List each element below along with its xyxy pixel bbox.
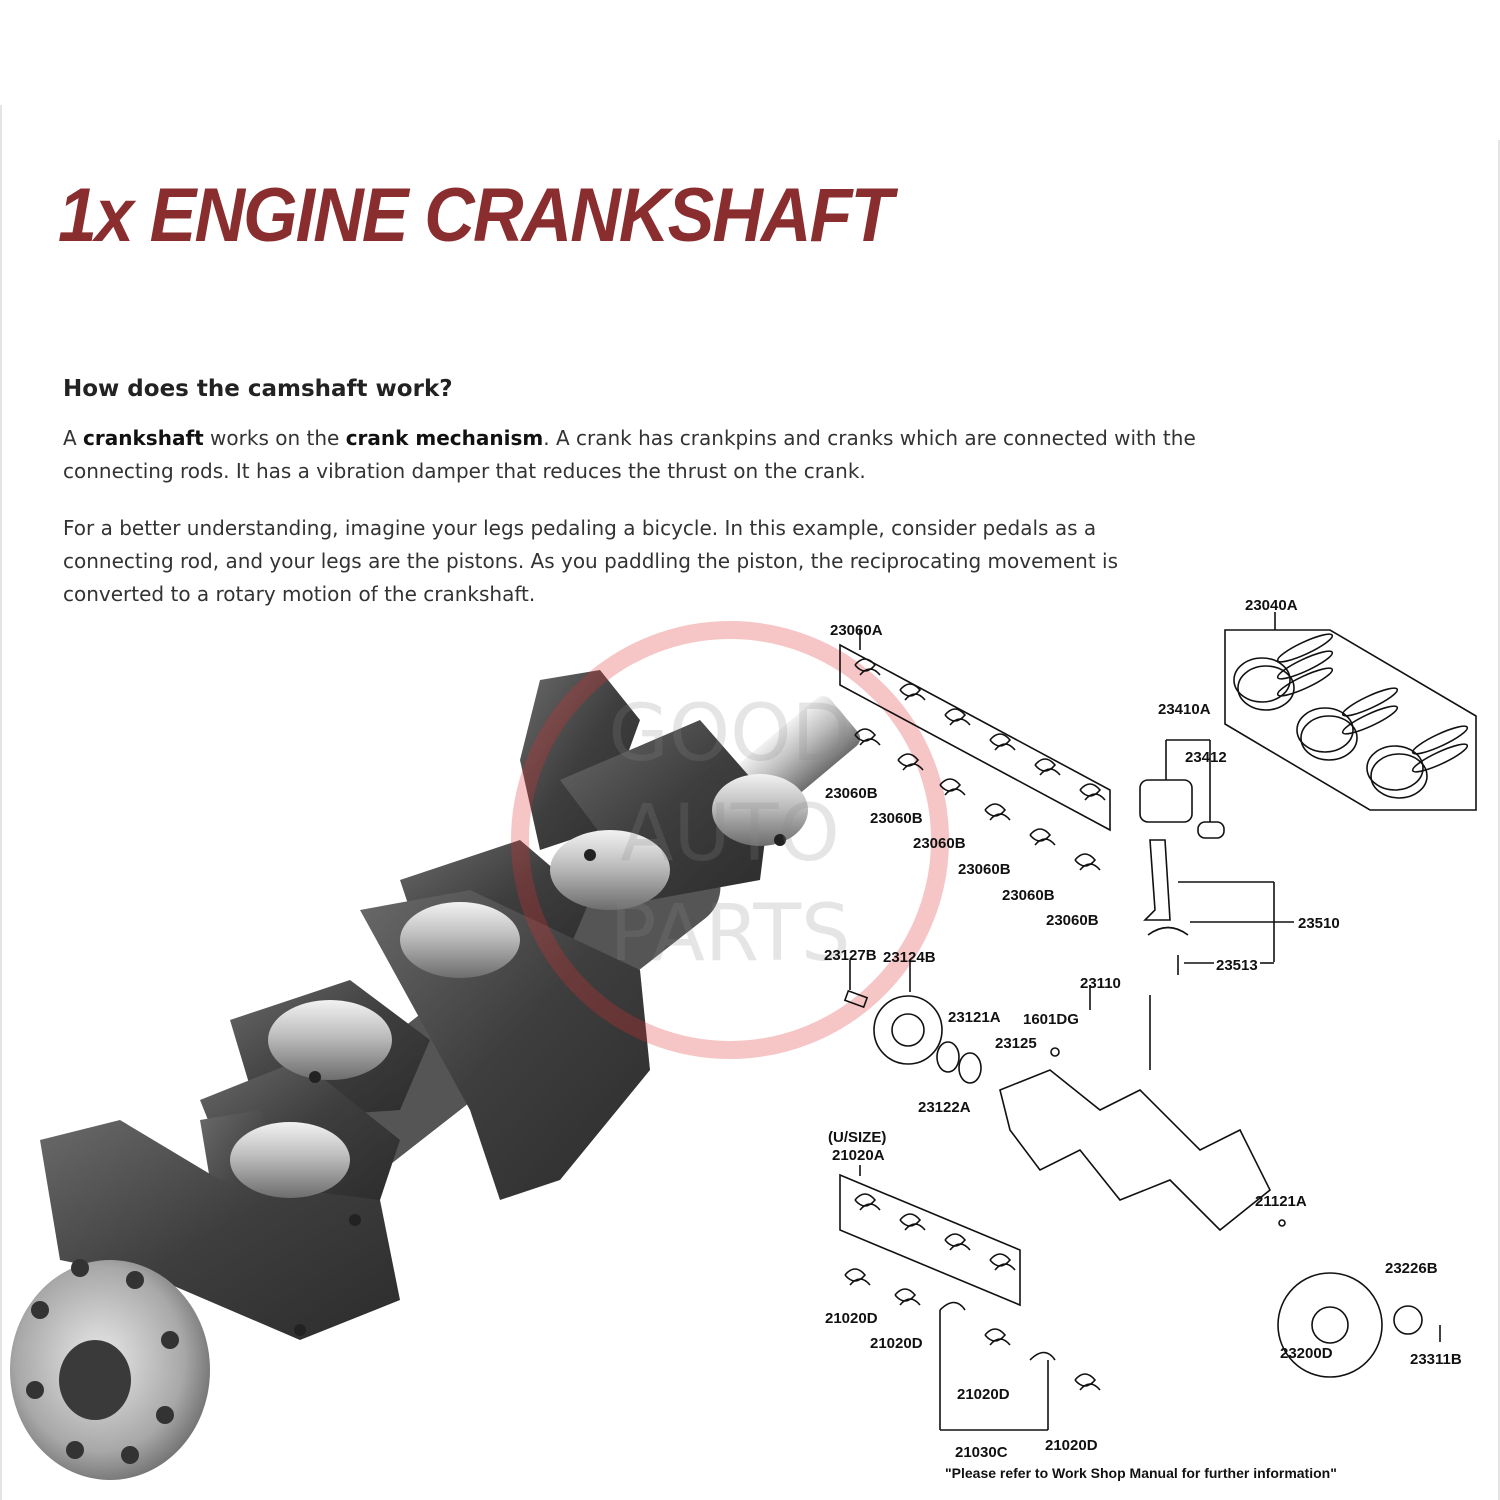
part-label: 23510: [1298, 915, 1340, 932]
para1-text-1: A: [63, 426, 84, 450]
part-label: 23122A: [918, 1099, 971, 1116]
flange-bolt-hole: [31, 1301, 49, 1319]
flange-bolt-hole: [156, 1406, 174, 1424]
seal: [936, 1041, 960, 1073]
connecting-rod: [1143, 839, 1171, 921]
oil-hole: [774, 834, 786, 846]
part-label: 23060B: [870, 810, 923, 827]
part-label: 23311B: [1410, 1351, 1462, 1368]
part-label: 23513: [1216, 957, 1258, 974]
thrust-washer: [1029, 1351, 1056, 1361]
part-label: 23060B: [958, 861, 1011, 878]
piston-ring-panel: [1224, 629, 1477, 811]
part-label: 21121A: [1255, 1193, 1307, 1210]
part-label: 23060B: [825, 785, 878, 802]
page-title: 1x ENGINE CRANKSHAFT: [58, 173, 893, 258]
flywheel-plate: [1393, 1305, 1423, 1335]
flange-bolt-hole: [66, 1441, 84, 1459]
bearing-shells-lower: [854, 728, 1101, 871]
main-journal: [400, 902, 520, 978]
flange-bolt-hole: [126, 1271, 144, 1289]
damper-pulley: [873, 995, 943, 1065]
main-journal: [230, 1122, 350, 1198]
part-label: 21020D: [1045, 1437, 1098, 1454]
crank-pin: [268, 1000, 392, 1080]
part-label: 23200D: [1280, 1345, 1333, 1362]
pulley-bolt: [843, 989, 869, 1009]
flange-center-bore: [59, 1340, 131, 1420]
part-label: 21020A: [832, 1147, 885, 1164]
flange-bolt-hole: [71, 1259, 89, 1277]
page-edge-right: [1498, 140, 1500, 1500]
part-label: 1601DG: [1023, 1011, 1079, 1028]
page-edge-left: [0, 105, 2, 1500]
oil-hole: [584, 849, 596, 861]
bearing-shells-row: [854, 658, 1106, 801]
oil-hole: [294, 1324, 306, 1336]
seal-ring: [958, 1052, 982, 1084]
part-label: 21020D: [870, 1335, 923, 1352]
para1-text-2: works on the: [203, 426, 346, 450]
part-label: 23060A: [830, 622, 883, 639]
part-label: 23110: [1080, 975, 1121, 992]
part-label: 23410A: [1158, 701, 1211, 718]
bearing-panel-lower: [839, 1173, 1021, 1307]
part-label: 23412: [1185, 749, 1227, 766]
part-label: 23124B: [883, 949, 936, 966]
crankshaft-photo: [10, 670, 860, 1480]
piston-rings: [1233, 633, 1469, 799]
counterweight: [520, 670, 640, 850]
part-label: 21020D: [957, 1386, 1010, 1403]
section-heading: How does the camshaft work?: [63, 376, 453, 402]
description-paragraph-1: A crankshaft works on the crank mechanis…: [63, 422, 1203, 488]
thrust-washer: [939, 1301, 966, 1311]
part-label: 23125: [995, 1035, 1037, 1052]
part-label: (U/SIZE): [828, 1129, 886, 1146]
part-label: 23127B: [824, 947, 877, 964]
part-label: 23040A: [1245, 597, 1298, 614]
flange-bolt-hole: [26, 1381, 44, 1399]
flange-bolt-hole: [121, 1446, 139, 1464]
part-label: 23060B: [1002, 887, 1055, 904]
para1-bold-crankshaft: crankshaft: [83, 426, 204, 450]
part-label: 21020D: [825, 1310, 878, 1327]
oil-hole: [349, 1214, 361, 1226]
piston-pin: [1197, 821, 1225, 839]
part-label: 23060B: [913, 835, 966, 852]
flywheel: [1277, 1272, 1383, 1378]
crankshaft-drawing: [999, 1069, 1272, 1232]
workshop-note: "Please refer to Work Shop Manual for fu…: [945, 1465, 1337, 1481]
flange-bolt-hole: [161, 1331, 179, 1349]
part-label: 23060B: [1046, 912, 1099, 929]
part-label: 21030C: [955, 1444, 1008, 1461]
part-label: 23226B: [1385, 1260, 1438, 1277]
counterweight: [560, 720, 770, 900]
description-paragraph-2: For a better understanding, imagine your…: [63, 516, 1119, 606]
parts-diagram: 23060A 23060B 23060B 23060B 23060B 23060…: [824, 597, 1477, 1481]
para1-bold-crank-mechanism: crank mechanism: [345, 426, 544, 450]
main-journal: [712, 774, 808, 846]
bearing-shells-row: [844, 1193, 1101, 1391]
rod-cap: [1147, 926, 1189, 936]
counterweight: [40, 1120, 400, 1340]
oil-hole: [309, 1071, 321, 1083]
bearing-panel-upper: [839, 643, 1111, 832]
piston: [1139, 779, 1193, 823]
crank-pin: [550, 830, 670, 910]
part-label: 23121A: [948, 1009, 1001, 1026]
para1-text-3: . A crank has crankpins and cranks which…: [63, 426, 1196, 483]
